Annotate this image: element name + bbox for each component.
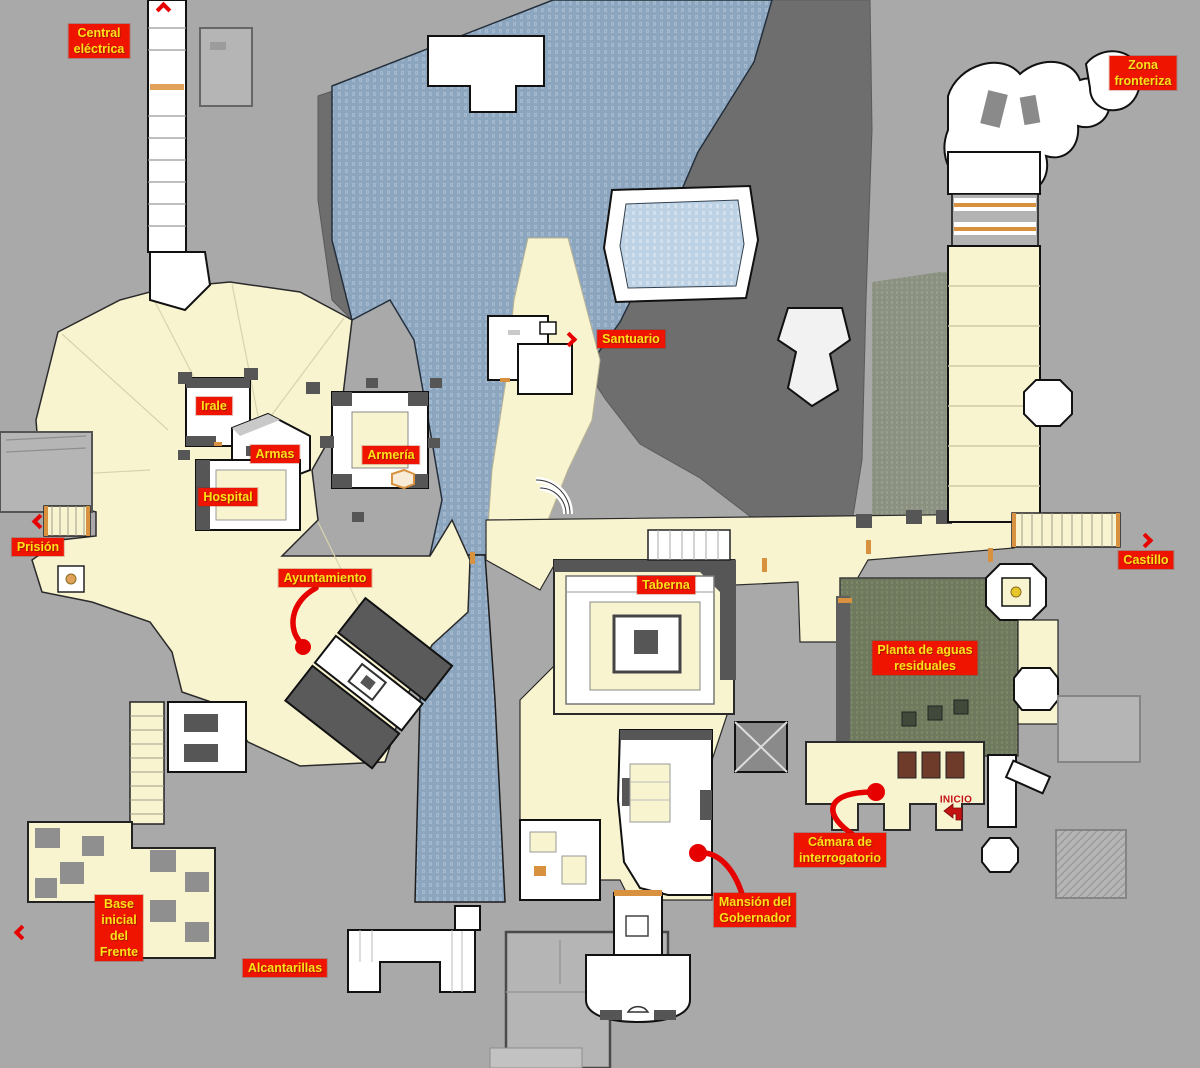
- building-ayuntamiento: [283, 596, 454, 770]
- pointer-lines: [290, 585, 885, 897]
- building-santuario: [487, 315, 573, 395]
- player-start-icon: [943, 803, 963, 821]
- pointer-ayuntamiento-dot: [295, 639, 311, 655]
- flask-structure: [585, 890, 691, 1024]
- building-hospital: [195, 459, 301, 531]
- crate-room: [734, 721, 788, 773]
- water-pool: [602, 184, 760, 304]
- base-inicial-structure: [27, 821, 216, 959]
- pointer-mansion-dot: [689, 844, 707, 862]
- door-markers: [470, 540, 993, 603]
- pointer-camara-dot: [867, 783, 885, 801]
- building-mansion: [616, 729, 713, 896]
- pointer-camara-line: [830, 789, 875, 837]
- water-canyon: [414, 554, 506, 903]
- octagon-tower: [985, 563, 1059, 725]
- southeast-structures: [981, 695, 1141, 899]
- power-plant-tower: [147, 0, 253, 312]
- prison-block: [0, 431, 93, 593]
- ruin-structure: [776, 307, 852, 408]
- building-river-top: [427, 35, 545, 113]
- annex-rooms: [519, 819, 601, 901]
- south-houses: [129, 701, 247, 825]
- east-tower-column: [947, 245, 1073, 523]
- building-armeria: [331, 391, 429, 490]
- pointer-ayuntamiento-line: [290, 585, 319, 647]
- border-zone-structures: [943, 50, 1141, 247]
- start-room: [805, 741, 985, 831]
- sewers-corridor: [347, 905, 481, 993]
- castle-stairs: [1011, 512, 1121, 548]
